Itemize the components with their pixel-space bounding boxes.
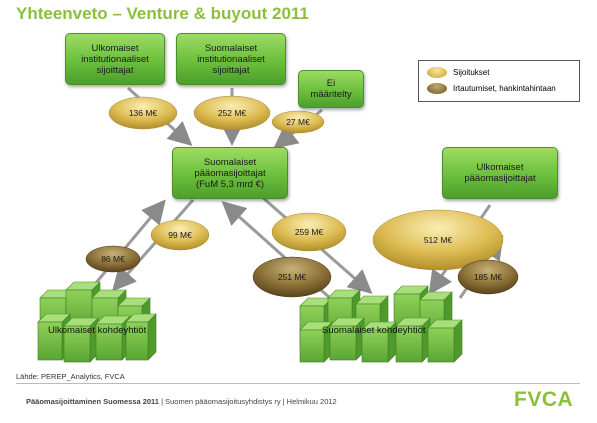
svg-text:512 M€: 512 M€ [424, 235, 453, 245]
portfolio-cube [299, 321, 333, 363]
investment-swatch [427, 67, 447, 78]
flow-86: 86 M€ [85, 245, 141, 273]
footer-text: Pääomasijoittaminen Suomessa 2011 | Suom… [26, 397, 337, 406]
node-domestic-pe: Suomalaiset pääomasijoittajat (FuM 5,3 m… [172, 147, 288, 199]
flow-259: 259 M€ [271, 212, 347, 252]
portfolio-cube [427, 319, 463, 363]
portfolio-cube [125, 313, 157, 361]
arrow-foreign-portfolio-to-pe [88, 199, 166, 291]
flow-136: 136 M€ [108, 96, 178, 130]
arrow-pe-to-foreign-portfolio [112, 199, 195, 292]
foreign-portfolio-label: Ulkomaiset kohdeyhtiöt [48, 325, 147, 336]
svg-text:252 M€: 252 M€ [218, 108, 247, 118]
exit-swatch [427, 83, 447, 94]
foreign-portfolio-cubes [37, 281, 157, 363]
portfolio-cube [361, 321, 397, 363]
source-note: Lähde: PEREP_Analytics, FVCA [16, 372, 125, 381]
legend-investments: Sijoitukset [427, 67, 489, 78]
node-domestic-institutional: Suomalaiset institutionaaliset sijoittaj… [176, 33, 286, 85]
svg-text:185 M€: 185 M€ [474, 272, 503, 282]
flow-27: 27 M€ [271, 110, 325, 134]
legend-exits: Irtautumiset, hankintahintaan [427, 83, 556, 94]
svg-text:259 M€: 259 M€ [295, 227, 324, 237]
node-undefined: Ei määritelty [298, 70, 364, 108]
node-foreign-institutional: Ulkomaiset institutionaaliset sijoittaja… [65, 33, 165, 85]
flow-512: 512 M€ [372, 209, 504, 271]
svg-text:251 M€: 251 M€ [278, 272, 307, 282]
legend: Sijoitukset Irtautumiset, hankintahintaa… [418, 60, 580, 102]
footer-divider [16, 383, 580, 384]
flow-185: 185 M€ [457, 259, 519, 295]
fvca-logo: FVCA [514, 388, 574, 411]
portfolio-cube [95, 315, 131, 361]
svg-text:99 M€: 99 M€ [168, 230, 192, 240]
page-title: Yhteenveto – Venture & buyout 2011 [16, 4, 309, 23]
domestic-portfolio-cubes [299, 285, 463, 363]
flow-99: 99 M€ [150, 219, 210, 251]
flow-252: 252 M€ [193, 95, 271, 131]
svg-text:86 M€: 86 M€ [101, 254, 125, 264]
svg-text:136 M€: 136 M€ [129, 108, 158, 118]
flow-251: 251 M€ [252, 256, 332, 298]
node-foreign-pe: Ulkomaiset pääomasijoittajat [442, 147, 558, 199]
domestic-portfolio-label: Suomalaiset kohdeyhtiöt [322, 325, 426, 336]
svg-text:27 M€: 27 M€ [286, 117, 310, 127]
